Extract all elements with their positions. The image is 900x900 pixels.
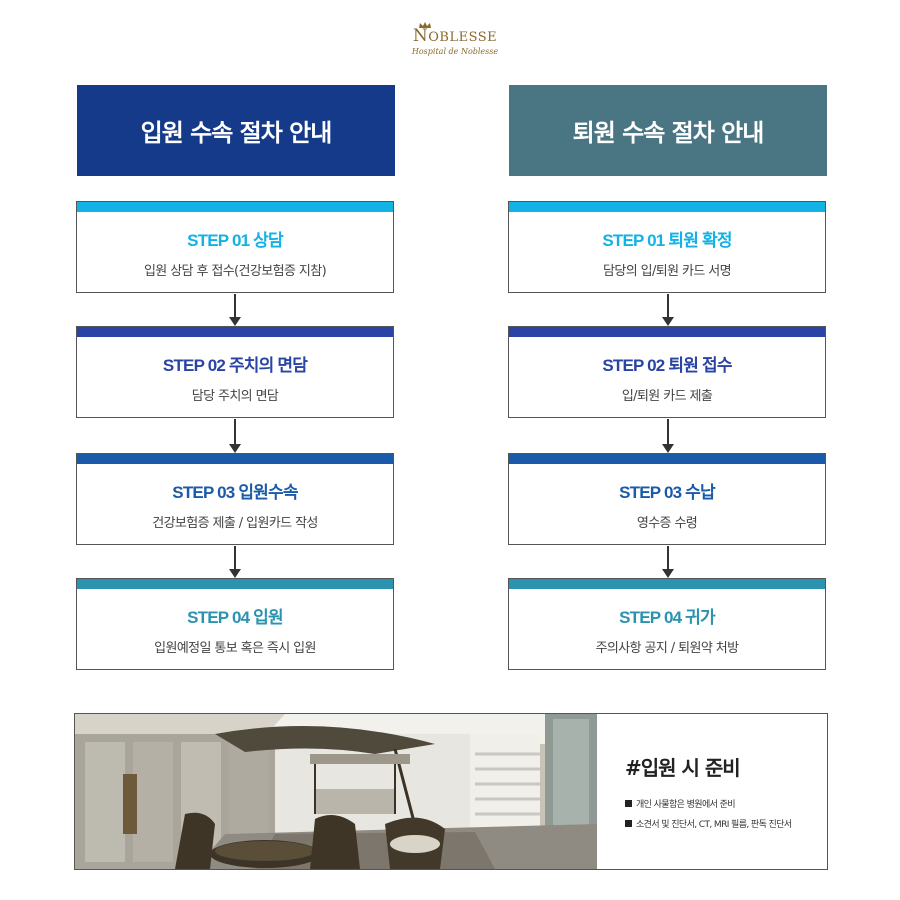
step-bar [77, 454, 393, 464]
step-description: 담당 주치의 면담 [191, 389, 279, 404]
step-title: STEP 04 귀가 [619, 608, 716, 627]
step-description: 담당의 입/퇴원 카드 서명 [603, 264, 732, 279]
step-bar [77, 579, 393, 589]
admission-step-4: STEP 04 입원 입원예정일 통보 혹은 즉시 입원 [76, 578, 394, 670]
step-description: 입원 상담 후 접수(건강보험증 지참) [143, 264, 327, 279]
list-item: 소견서 및 진단서, CT, MRI 필름, 판독 진단서 [625, 817, 825, 830]
step-description: 건강보험증 제출 / 입원카드 작성 [152, 516, 318, 531]
terrace-image [75, 714, 597, 869]
step-bar [509, 454, 825, 464]
step-title: STEP 02 퇴원 접수 [602, 356, 732, 375]
step-description: 영수증 수령 [636, 516, 698, 531]
step-bar [509, 579, 825, 589]
admission-step-3: STEP 03 입원수속 건강보험증 제출 / 입원카드 작성 [76, 453, 394, 545]
list-item-text: 개인 사물함은 병원에서 준비 [636, 800, 736, 810]
step-title: STEP 01 상담 [187, 231, 284, 250]
logo-subtitle: Hospital de Noblesse [411, 47, 499, 56]
crown-icon [419, 22, 431, 28]
discharge-step-1: STEP 01 퇴원 확정 담당의 입/퇴원 카드 서명 [508, 201, 826, 293]
step-title: STEP 03 수납 [619, 483, 716, 502]
arrow-down-icon [662, 419, 674, 453]
discharge-step-2: STEP 02 퇴원 접수 입/퇴원 카드 제출 [508, 326, 826, 418]
step-bar [77, 327, 393, 337]
discharge-header: 퇴원 수속 절차 안내 [509, 85, 827, 176]
arrow-down-icon [229, 419, 241, 453]
admission-step-2: STEP 02 주치의 면담 담당 주치의 면담 [76, 326, 394, 418]
discharge-step-3: STEP 03 수납 영수증 수령 [508, 453, 826, 545]
terrace-photo [75, 714, 597, 869]
step-title: STEP 01 퇴원 확정 [602, 231, 732, 250]
list-item: 개인 사물함은 병원에서 준비 [625, 797, 825, 810]
arrow-down-icon [229, 294, 241, 326]
admission-header: 입원 수속 절차 안내 [77, 85, 395, 176]
hospital-logo: NOBLESSE Hospital de Noblesse [400, 22, 510, 56]
preparation-list: 개인 사물함은 병원에서 준비 소견서 및 진단서, CT, MRI 필름, 판… [625, 797, 825, 830]
arrow-down-icon [662, 294, 674, 326]
step-title: STEP 02 주치의 면담 [162, 356, 308, 375]
list-item-text: 소견서 및 진단서, CT, MRI 필름, 판독 진단서 [636, 820, 792, 830]
step-title: STEP 04 입원 [187, 608, 284, 627]
step-description: 입원예정일 통보 혹은 즉시 입원 [154, 641, 316, 656]
logo-wordmark: NOBLESSE [412, 26, 498, 46]
bullet-square-icon [625, 820, 632, 827]
step-title: STEP 03 입원수속 [172, 483, 298, 502]
step-description: 입/퇴원 카드 제출 [621, 389, 713, 404]
arrow-down-icon [662, 546, 674, 578]
step-description: 주의사항 공지 / 퇴원약 처방 [595, 641, 739, 656]
step-bar [509, 327, 825, 337]
arrow-down-icon [229, 546, 241, 578]
preparation-title: #입원 시 준비 [625, 756, 741, 780]
step-bar [77, 202, 393, 212]
discharge-step-4: STEP 04 귀가 주의사항 공지 / 퇴원약 처방 [508, 578, 826, 670]
step-bar [509, 202, 825, 212]
bullet-square-icon [625, 800, 632, 807]
admission-step-1: STEP 01 상담 입원 상담 후 접수(건강보험증 지참) [76, 201, 394, 293]
preparation-info: #입원 시 준비 개인 사물함은 병원에서 준비 소견서 및 진단서, CT, … [625, 752, 825, 837]
preparation-panel: #입원 시 준비 개인 사물함은 병원에서 준비 소견서 및 진단서, CT, … [74, 713, 828, 870]
